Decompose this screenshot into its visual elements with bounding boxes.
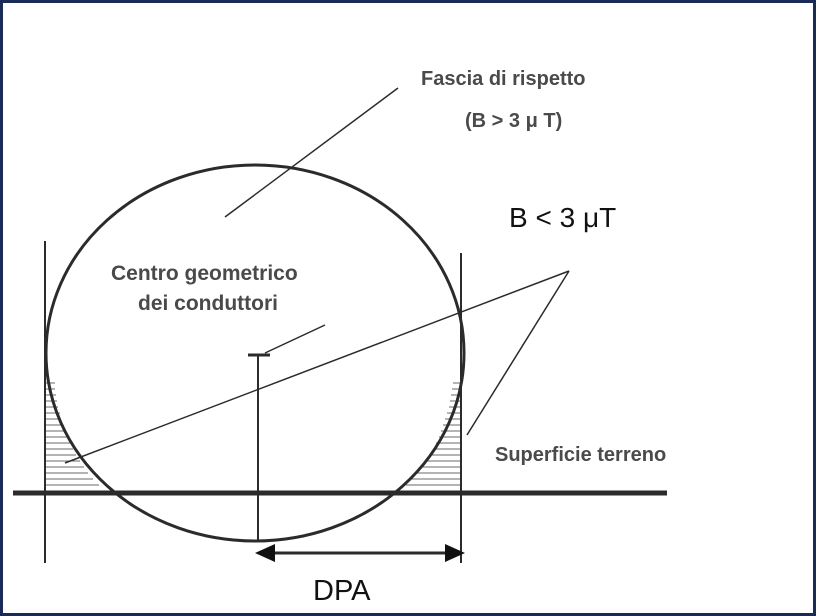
dpa-label: DPA	[313, 575, 371, 607]
outside-leader-right	[466, 270, 570, 436]
dpa-arrow-head-right	[445, 544, 465, 562]
band-condition-label: (B > 3 μ T)	[465, 110, 562, 132]
dpa-diagram: Fascia di rispetto (B > 3 μ T) B < 3 μT …	[13, 68, 667, 607]
band-title-label: Fascia di rispetto	[421, 68, 586, 90]
right-hatch-region	[399, 382, 461, 492]
rispetto-circle	[44, 163, 466, 543]
ground-label: Superficie terreno	[495, 444, 666, 466]
center-leader-line	[264, 324, 326, 354]
outside-leader-left	[64, 270, 570, 464]
band-leader-line	[224, 87, 399, 218]
dpa-arrow-head-left	[255, 544, 275, 562]
center-label-line2: dei conduttori	[138, 292, 278, 315]
outside-value-label: B < 3 μT	[509, 202, 616, 233]
center-label-line1: Centro geometrico	[111, 262, 298, 285]
